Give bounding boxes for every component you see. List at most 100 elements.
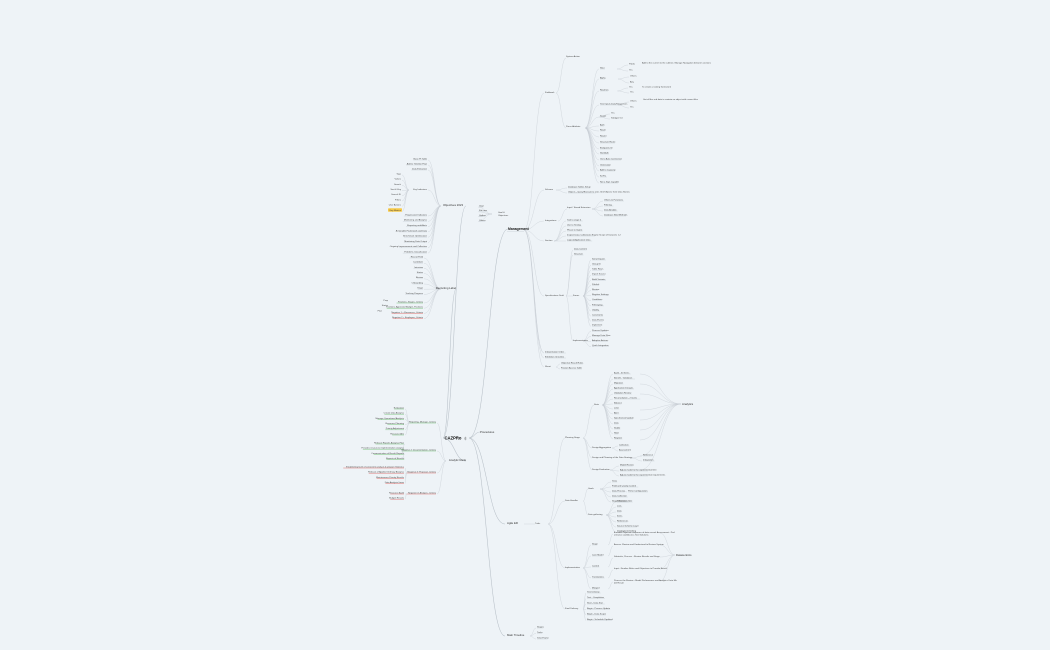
form-item[interactable]: Import Source — [592, 273, 607, 276]
key-item[interactable]: Search ID — [391, 193, 401, 196]
key-indicators[interactable]: Key Indicators — [413, 188, 428, 191]
tag-node[interactable]: Yes — [630, 107, 634, 109]
leaf-node[interactable]: Candidate — [413, 261, 424, 264]
leaf-node[interactable]: Data Process — [612, 489, 626, 492]
leaf-node[interactable]: Begin - Process Update — [587, 607, 611, 610]
recruit-tag[interactable]: Plan — [378, 310, 383, 312]
leaf-node[interactable]: Others to Functions — [604, 198, 624, 201]
leaf-node[interactable]: Routines — [600, 88, 610, 91]
leaf-node[interactable]: Merged — [592, 586, 600, 589]
leaf-node[interactable]: Slice — [600, 67, 606, 69]
leaf-node[interactable]: Scope — [600, 115, 607, 117]
leaf-node[interactable]: Data Analytic — [604, 208, 618, 211]
design-aggregation[interactable]: Design Aggregation — [592, 446, 612, 449]
leaf-node[interactable]: Stage Statistics — [612, 499, 628, 502]
leaf-node[interactable]: Hold — [614, 432, 619, 434]
leaf-node[interactable]: Data Content — [574, 247, 587, 250]
leaf-node[interactable]: Items — [617, 514, 623, 517]
leaf-node[interactable]: Stage — [592, 542, 599, 545]
leaf-node[interactable]: Register — [614, 436, 622, 439]
form-item[interactable]: Serial Inquire — [592, 257, 606, 260]
leaf-node[interactable]: Endpoints ID — [600, 146, 613, 149]
branch-procedures[interactable]: Procedures — [480, 430, 495, 434]
leaf-node[interactable]: Test Delivery — [587, 590, 600, 593]
analytics-node[interactable]: Analytics — [682, 402, 694, 406]
branch-analytic[interactable]: Analytic Rank — [449, 458, 467, 462]
recruit-criteria[interactable]: Positions, Approved Budget, Positions — [386, 306, 424, 309]
form-item[interactable]: Validity — [592, 308, 600, 311]
key-item[interactable]: User Actions — [389, 204, 402, 207]
leaf-node[interactable]: Reporting and Alerts — [407, 224, 428, 227]
group-planning[interactable]: Planning Stage — [565, 436, 581, 439]
leaf-node[interactable]: Auth — [600, 123, 605, 126]
analytic-group[interactable]: Negative 2: Documentation, Criteria — [401, 448, 436, 451]
leaf-node[interactable]: Reconciliation - 2 levels — [614, 396, 638, 399]
recruit-criteria[interactable]: Negative 2 + Employee, Criteria — [392, 316, 424, 319]
sub-implementation[interactable]: Implementation — [573, 339, 589, 342]
leaf-node[interactable]: Data — [617, 509, 622, 512]
key-item[interactable]: Sort & Key — [391, 188, 402, 191]
leaf-node[interactable]: Progression Indicators — [405, 213, 428, 216]
branch-recruiting[interactable]: Recruiting Label — [436, 286, 457, 290]
integration-sub[interactable]: Input / Stored Extension — [567, 206, 591, 209]
leaf-node[interactable]: Recruit Field — [411, 255, 424, 258]
branch-agile[interactable]: Agile ER — [507, 521, 518, 525]
leaf-node[interactable]: Kit Fix — [600, 174, 607, 177]
branch-goal-line2[interactable]: Objectives — [498, 214, 509, 217]
leaf-node[interactable]: Phase to Ingest — [567, 228, 583, 231]
analytic-item[interactable]: Priority Adjustment — [386, 427, 405, 430]
tag-node[interactable]: Yes — [611, 113, 615, 115]
analytic-item[interactable]: Release Reports Analysis Plan — [374, 441, 405, 444]
section-parse-attribute[interactable]: Parse Attribute — [566, 125, 581, 128]
sub-trials[interactable]: Trials — [535, 522, 541, 525]
recruit-criteria[interactable]: Negative 1 + Resources, Criteria — [391, 311, 423, 314]
leaf-node[interactable]: Route — [600, 128, 607, 131]
analytic-item[interactable]: Create Data Analysis — [384, 412, 405, 415]
leaf-node[interactable]: Base Pt Table — [414, 157, 428, 160]
stats-node[interactable]: Stats — [594, 403, 600, 406]
sub-forms[interactable]: Forms — [573, 294, 580, 297]
leaf-node[interactable]: Control — [592, 564, 600, 567]
leaf-node[interactable]: Tasks — [537, 632, 543, 634]
form-item[interactable]: Publish — [592, 284, 600, 286]
key-item[interactable]: Search — [394, 183, 402, 186]
leaf-node[interactable]: Adjust model to the experimental limit — [620, 468, 657, 471]
leaf-node[interactable]: Database Tables Setup — [568, 185, 591, 188]
analytic-item[interactable]: Evaluation — [394, 406, 405, 409]
leaf-node[interactable]: Filtering — [604, 203, 613, 206]
leaf-node[interactable]: Structure Route — [600, 140, 616, 143]
form-item[interactable]: Process Updates — [592, 329, 610, 332]
analytic-item[interactable]: Communication of Result Reports — [371, 452, 405, 455]
leaf-node[interactable]: Exhibition Checklist — [545, 355, 564, 358]
leaf-node[interactable]: Integration — [643, 458, 654, 461]
branch-main-timeline[interactable]: Main Timeline — [507, 633, 525, 637]
form-item[interactable]: Manage Data Flow — [592, 334, 611, 337]
sub-specifications[interactable]: Specifications Draft — [545, 294, 564, 297]
leaf-node[interactable]: Use to Testing — [567, 223, 582, 226]
key-item[interactable]: Tags — [396, 173, 402, 175]
leaf-node[interactable]: Begin - Data Scope — [587, 612, 607, 615]
analytic-group[interactable]: Negative 3: Proposal, Criteria — [407, 470, 436, 473]
tag-node[interactable]: Yes — [629, 70, 633, 72]
section-system-action[interactable]: System Action — [566, 55, 581, 58]
leaf-node[interactable]: Benefit - Validation — [614, 376, 633, 379]
recruit-tag[interactable]: Status — [382, 304, 389, 307]
branch-management[interactable]: Management — [508, 227, 530, 231]
root-node[interactable]: CAZPRo — [445, 436, 462, 441]
leaf-node[interactable]: Validation Review — [614, 391, 632, 394]
leaf-node[interactable]: Interpretation Order — [545, 350, 564, 353]
analytic-item[interactable]: Provides resources implementation analys… — [361, 447, 405, 450]
group-implementation[interactable]: Implementation — [565, 566, 581, 569]
analytic-item[interactable]: Data Analysis Items — [385, 481, 405, 484]
leaf-node[interactable]: Adjust model to the experimental require… — [620, 473, 666, 476]
leaf-node[interactable]: Generation — [600, 163, 612, 166]
analytic-item[interactable]: Release of Applied Ordinary Analysis — [368, 471, 405, 474]
leaf-node[interactable]: Lists — [617, 504, 622, 507]
sub-schema[interactable]: Schema — [545, 189, 554, 191]
design-planning[interactable]: Design and Planning of the Data Strategy — [592, 456, 633, 459]
leaf-node[interactable]: Go to Auto Connection — [600, 157, 623, 160]
leaf-node[interactable]: Monitoring Data Output — [404, 240, 427, 243]
form-item[interactable]: Constraints — [592, 314, 604, 317]
leaf-node[interactable]: Data Collection — [612, 494, 628, 497]
key-item[interactable]: Key Metrics — [390, 209, 402, 212]
